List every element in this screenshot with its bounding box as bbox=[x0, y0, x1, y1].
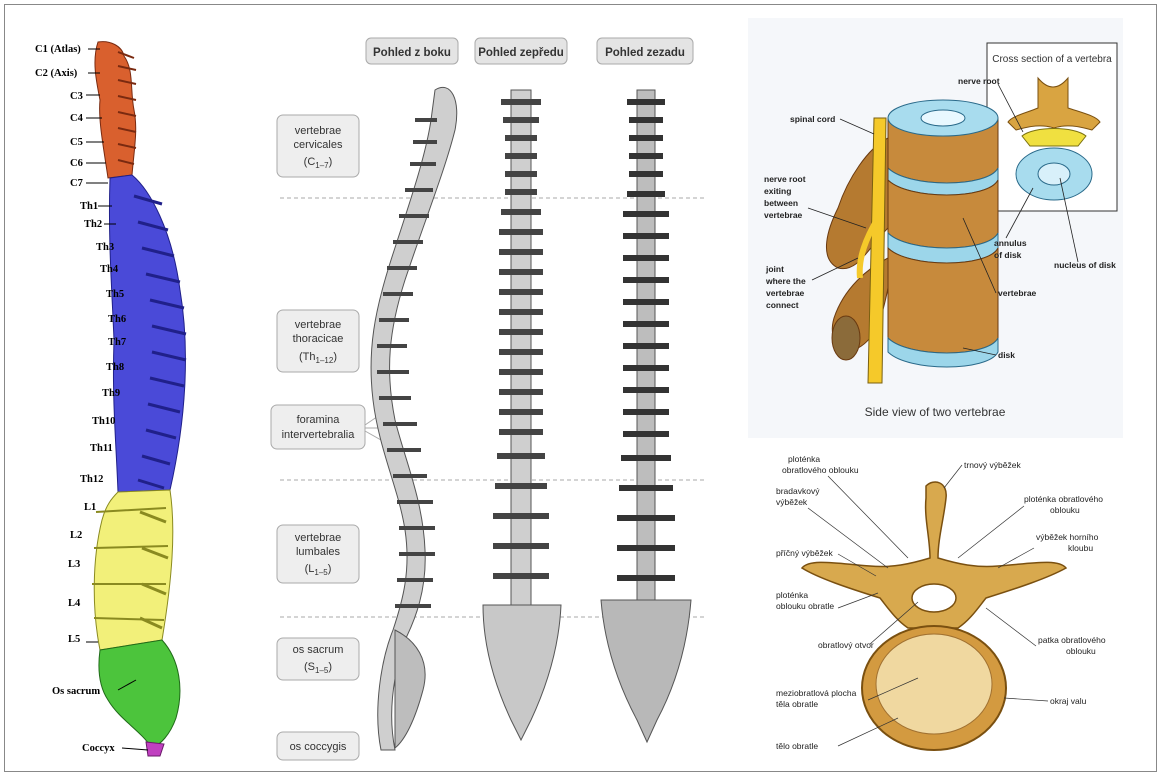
label-th8: Th8 bbox=[106, 362, 124, 373]
label-coccyx: Coccyx bbox=[82, 743, 115, 754]
svg-text:oblouku: oblouku bbox=[1066, 646, 1096, 656]
svg-text:výběžek: výběžek bbox=[776, 497, 808, 507]
lumbar-region bbox=[92, 490, 173, 650]
label-c4: C4 bbox=[70, 113, 84, 124]
cross-section-inset: Cross section of a vertebra bbox=[987, 43, 1117, 211]
label-sacrum: Os sacrum bbox=[52, 686, 100, 697]
label-th9: Th9 bbox=[102, 388, 120, 399]
vertebra-bodies bbox=[888, 100, 998, 367]
svg-text:intervertebralia: intervertebralia bbox=[282, 429, 356, 441]
label-l1: L1 bbox=[84, 502, 96, 513]
svg-text:connect: connect bbox=[766, 300, 799, 310]
svg-text:obratlový otvor: obratlový otvor bbox=[818, 640, 874, 650]
label-l5: L5 bbox=[68, 634, 80, 645]
svg-text:bradavkový: bradavkový bbox=[776, 486, 820, 496]
label-c1: C1 (Atlas) bbox=[35, 44, 81, 55]
header-side-view: Pohled z boku bbox=[373, 47, 451, 59]
thoracic-region bbox=[109, 175, 186, 492]
svg-text:thoracicae: thoracicae bbox=[293, 333, 344, 345]
svg-text:vertebrae: vertebrae bbox=[295, 532, 341, 544]
label-l4: L4 bbox=[68, 598, 81, 609]
label-c2: C2 (Axis) bbox=[35, 68, 78, 79]
svg-text:spinal cord: spinal cord bbox=[790, 114, 835, 124]
label-c7: C7 bbox=[70, 178, 83, 189]
label-th11: Th11 bbox=[90, 443, 113, 454]
svg-text:tělo obratle: tělo obratle bbox=[776, 741, 818, 751]
label-c6: C6 bbox=[70, 158, 83, 169]
svg-text:vertebrae: vertebrae bbox=[295, 319, 341, 331]
vertebra-top-view-diagram: ploténka obratlového oblouku trnový výbě… bbox=[748, 448, 1123, 768]
svg-text:obratlového oblouku: obratlového oblouku bbox=[782, 465, 859, 475]
svg-text:trnový výběžek: trnový výběžek bbox=[964, 460, 1021, 470]
label-l3: L3 bbox=[68, 559, 80, 570]
label-th3: Th3 bbox=[96, 242, 114, 253]
back-view-spine bbox=[601, 90, 691, 742]
svg-text:disk: disk bbox=[998, 350, 1015, 360]
svg-text:oblouku obratle: oblouku obratle bbox=[776, 601, 834, 611]
svg-text:oblouku: oblouku bbox=[1050, 505, 1080, 515]
svg-text:meziobratlová plocha: meziobratlová plocha bbox=[776, 688, 857, 698]
svg-text:ploténka: ploténka bbox=[776, 590, 808, 600]
spine-views-diagram: Pohled z boku Pohled zepředu Pohled zeza… bbox=[255, 20, 710, 772]
header-back-view: Pohled zezadu bbox=[605, 47, 685, 59]
front-view-spine bbox=[483, 90, 561, 740]
label-th2: Th2 bbox=[84, 219, 102, 230]
side-view-caption: Side view of two vertebrae bbox=[865, 405, 1006, 419]
svg-text:os sacrum: os sacrum bbox=[293, 644, 344, 656]
svg-text:exiting: exiting bbox=[764, 186, 791, 196]
svg-text:okraj valu: okraj valu bbox=[1050, 696, 1087, 706]
svg-text:vertebrae: vertebrae bbox=[766, 288, 805, 298]
label-th7: Th7 bbox=[108, 337, 126, 348]
svg-text:vertebrae: vertebrae bbox=[764, 210, 803, 220]
svg-text:annulus: annulus bbox=[994, 238, 1027, 248]
label-c3: C3 bbox=[70, 91, 83, 102]
svg-text:of disk: of disk bbox=[994, 250, 1022, 260]
svg-text:ploténka: ploténka bbox=[788, 454, 820, 464]
label-th10: Th10 bbox=[92, 416, 115, 427]
cervical-region bbox=[95, 42, 136, 178]
inset-title: Cross section of a vertebra bbox=[992, 54, 1112, 65]
label-th4: Th4 bbox=[100, 264, 119, 275]
label-th1: Th1 bbox=[80, 201, 98, 212]
sacrum-region bbox=[99, 640, 180, 748]
svg-text:lumbales: lumbales bbox=[296, 546, 341, 558]
label-l2: L2 bbox=[70, 530, 82, 541]
side-view-spine bbox=[371, 87, 457, 750]
region-labels: vertebrae cervicales (C1–7) vertebrae th… bbox=[271, 115, 365, 760]
coccyx-region bbox=[146, 742, 164, 756]
svg-text:nerve root: nerve root bbox=[958, 76, 1000, 86]
svg-text:vertebrae: vertebrae bbox=[295, 125, 341, 137]
svg-text:nerve root: nerve root bbox=[764, 174, 806, 184]
header-front-view: Pohled zepředu bbox=[478, 47, 564, 59]
colored-spine-diagram: C1 (Atlas) C2 (Axis) C3 C4 C5 C6 C7 Th1 … bbox=[0, 0, 250, 778]
svg-text:joint: joint bbox=[765, 264, 784, 274]
svg-text:where the: where the bbox=[765, 276, 806, 286]
svg-text:nucleus of disk: nucleus of disk bbox=[1054, 260, 1116, 270]
svg-text:cervicales: cervicales bbox=[294, 139, 343, 151]
label-th6: Th6 bbox=[108, 314, 126, 325]
svg-text:foramina: foramina bbox=[297, 414, 341, 426]
two-vertebrae-diagram: Cross section of a vertebra Side view of… bbox=[748, 18, 1123, 438]
svg-text:kloubu: kloubu bbox=[1068, 543, 1093, 553]
svg-text:příčný výběžek: příčný výběžek bbox=[776, 548, 833, 558]
svg-text:patka obratlového: patka obratlového bbox=[1038, 635, 1106, 645]
svg-text:těla obratle: těla obratle bbox=[776, 699, 818, 709]
svg-text:vertebrae: vertebrae bbox=[998, 288, 1037, 298]
label-th12: Th12 bbox=[80, 474, 103, 485]
view-headers: Pohled z boku Pohled zepředu Pohled zeza… bbox=[366, 38, 693, 64]
label-th5: Th5 bbox=[106, 289, 124, 300]
svg-text:výběžek horního: výběžek horního bbox=[1036, 532, 1099, 542]
label-c5: C5 bbox=[70, 137, 83, 148]
svg-text:os coccygis: os coccygis bbox=[290, 741, 347, 753]
svg-text:ploténka obratlového: ploténka obratlového bbox=[1024, 494, 1103, 504]
svg-text:between: between bbox=[764, 198, 798, 208]
vertebra-body bbox=[862, 626, 1006, 750]
